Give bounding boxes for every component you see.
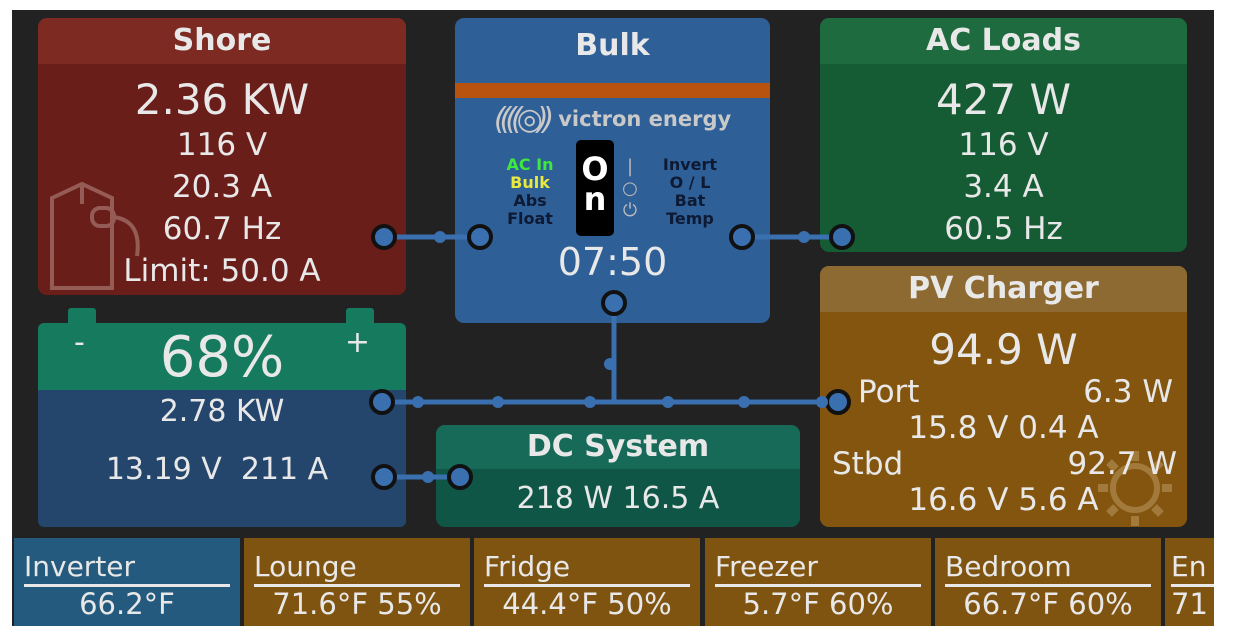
battery-box[interactable]: - + 68% 2.78 KW 13.19 V 211 A [38, 323, 406, 527]
sun-icon [1098, 451, 1172, 526]
mode-switch[interactable]: On [576, 140, 614, 236]
connection-wires [369, 224, 855, 490]
flow-dot [492, 396, 504, 408]
battery-current: 211 A [240, 452, 329, 487]
battery-voltage: 13.19 V [105, 452, 222, 487]
tile-value: 44.4°F 50% [502, 587, 672, 621]
shore-plug-icon [50, 181, 140, 290]
shore-box[interactable]: Shore 2.36 KW 116 V 20.3 A 60.7 Hz Limit… [38, 18, 406, 295]
tile-value: 71 [1171, 587, 1208, 621]
shore-power: 2.36 KW [134, 75, 310, 124]
tile-label: Inverter [24, 550, 230, 587]
tile-value: 5.7°F 60% [742, 587, 894, 621]
flow-dot [798, 231, 810, 243]
flow-dot [434, 231, 446, 243]
led-abs: Abs [513, 191, 547, 210]
pv-port-label: Port [858, 374, 920, 410]
battery-minus: - [74, 325, 85, 360]
tile-value: 71.6°F 55% [272, 587, 442, 621]
led-temp: Temp [666, 209, 714, 228]
ac-loads-voltage: 116 V [958, 127, 1049, 163]
inverter-box[interactable]: Bulk ((((◎)) victron energy AC In Bulk A… [455, 18, 770, 323]
battery-terminal-positive [346, 308, 374, 324]
inverter-time: 07:50 [557, 240, 668, 284]
wire-endpoint [467, 224, 493, 250]
tile-value: 66.7°F 60% [963, 587, 1133, 621]
ac-loads-title: AC Loads [820, 18, 1187, 64]
ac-loads-current: 3.4 A [963, 169, 1044, 205]
battery-plus: + [344, 325, 370, 360]
inverter-state: Bulk [575, 28, 650, 63]
wire-endpoint [729, 224, 755, 250]
flow-dot [816, 396, 828, 408]
pv-stbd-label: Stbd [832, 446, 904, 482]
pv-port-vi: 15.8 V 0.4 A [908, 410, 1099, 446]
tile-label: Fridge [484, 550, 690, 587]
wire-endpoint [601, 290, 627, 316]
switch-position-icons: |○⏻ [622, 156, 638, 221]
ac-loads-box[interactable]: AC Loads 427 W 116 V 3.4 A 60.5 Hz [820, 18, 1187, 252]
overview-panel: Shore 2.36 KW 116 V 20.3 A 60.7 Hz Limit… [12, 10, 1214, 626]
flow-dot [412, 396, 424, 408]
led-ac-in: AC In [506, 155, 554, 174]
battery-power: 2.78 KW [159, 394, 285, 429]
ac-loads-power: 427 W [935, 75, 1072, 124]
tile-label: Lounge [254, 550, 460, 587]
wire-endpoint [825, 389, 851, 415]
pv-power: 94.9 W [929, 325, 1078, 374]
flow-dot [604, 358, 616, 370]
tile-value: 66.2°F [79, 587, 175, 621]
tile-label: Bedroom [945, 550, 1151, 587]
pv-stbd-power: 92.7 W [1067, 446, 1177, 482]
victron-logo-icon: ((((◎)) [493, 101, 554, 137]
shore-current: 20.3 A [171, 169, 273, 205]
shore-frequency: 60.7 Hz [162, 211, 282, 247]
shore-voltage: 116 V [176, 127, 268, 163]
led-bulk: Bulk [510, 173, 550, 192]
wire-endpoint [371, 224, 397, 250]
led-invert: Invert [662, 155, 718, 174]
pv-port-power: 6.3 W [1083, 374, 1173, 410]
led-overload: O / L [669, 173, 711, 192]
ac-loads-frequency: 60.5 Hz [944, 211, 1063, 247]
flow-dot [422, 471, 434, 483]
flow-dot [738, 396, 750, 408]
flow-dot [584, 396, 596, 408]
tile-label: Freezer [715, 550, 921, 587]
pv-charger-box[interactable]: PV Charger 94.9 W Port 6.3 W 15.8 V 0.4 A… [820, 266, 1187, 527]
dc-system-box[interactable]: DC System 218 W 16.5 A [436, 425, 800, 527]
brand-stripe [455, 83, 770, 98]
battery-terminal-negative [68, 308, 96, 324]
dc-system-value: 218 W 16.5 A [516, 481, 720, 516]
flow-dot [662, 396, 674, 408]
led-bat: Bat [674, 191, 706, 210]
pv-title: PV Charger [820, 266, 1187, 312]
dc-system-title: DC System [436, 425, 800, 469]
battery-soc: 68% [159, 325, 285, 390]
wire-endpoint [447, 464, 473, 490]
led-float: Float [507, 209, 553, 228]
brand-name: victron energy [558, 107, 732, 131]
pv-stbd-vi: 16.6 V 5.6 A [908, 482, 1099, 518]
wire-endpoint [369, 389, 395, 415]
shore-input-limit[interactable]: Limit: 50.0 A [123, 253, 321, 289]
wire-endpoint [371, 464, 397, 490]
tile-label: En [1171, 550, 1214, 587]
wire-endpoint [829, 224, 855, 250]
shore-title: Shore [38, 18, 406, 64]
